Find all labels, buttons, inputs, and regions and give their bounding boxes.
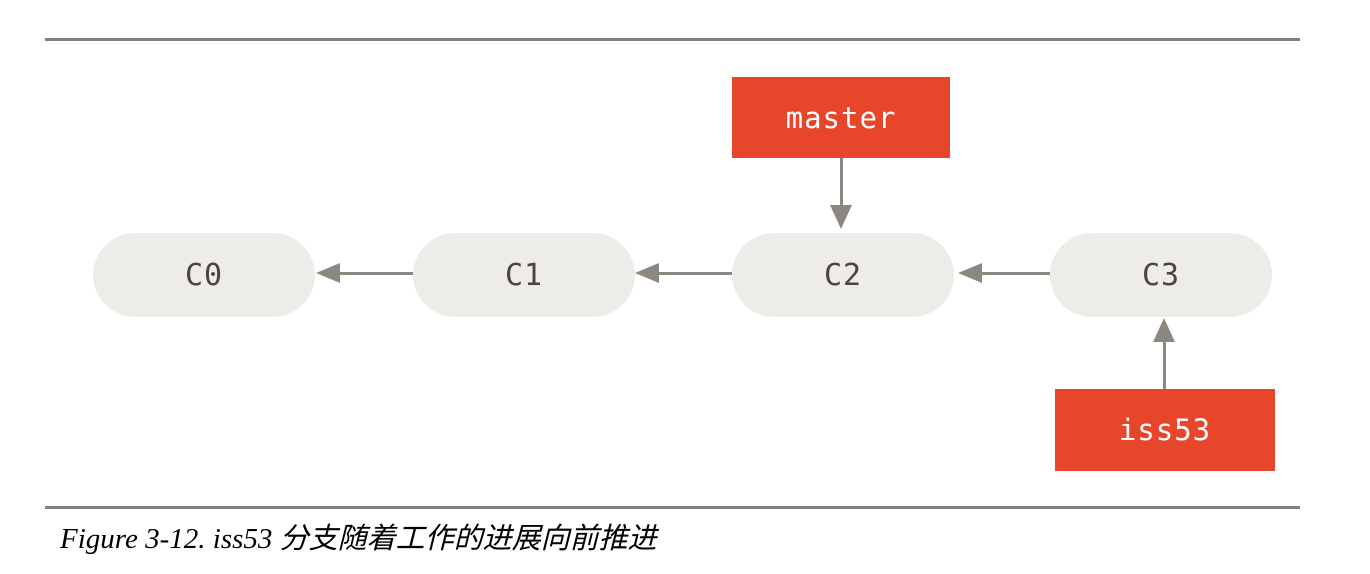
arrow-down-icon: [830, 205, 852, 229]
arrow-left-icon: [635, 263, 659, 283]
branch-label-master: master: [732, 77, 950, 158]
figure-caption: Figure 3-12. iss53 分支随着工作的进展向前推进: [60, 523, 657, 555]
top-divider: [45, 38, 1300, 41]
arrow-up-icon: [1153, 318, 1175, 342]
commit-node-c1: C1: [413, 233, 635, 317]
arrow-c1-to-c0-line: [340, 272, 413, 275]
arrow-c3-to-c2-line: [982, 272, 1050, 275]
arrow-master-to-c2-line: [840, 158, 843, 208]
arrow-c2-to-c1-line: [659, 272, 732, 275]
commit-node-c0: C0: [93, 233, 315, 317]
arrow-left-icon: [316, 263, 340, 283]
branch-label-iss53: iss53: [1055, 389, 1275, 471]
arrow-iss53-to-c3-line: [1163, 342, 1166, 389]
bottom-divider: [45, 506, 1300, 509]
commit-node-c3: C3: [1050, 233, 1272, 317]
commit-node-c2: C2: [732, 233, 954, 317]
arrow-left-icon: [958, 263, 982, 283]
